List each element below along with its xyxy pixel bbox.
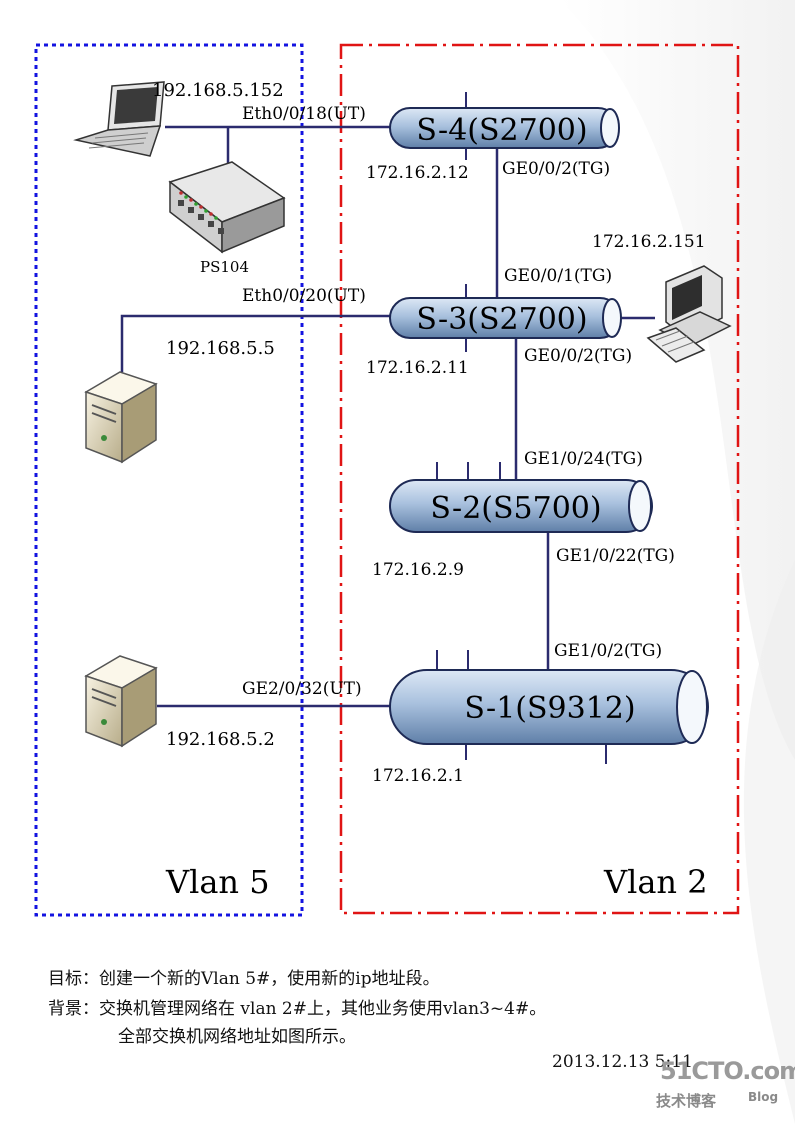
pc-ip: 172.16.2.151: [592, 232, 706, 252]
switch-s2-name: S-2(S5700): [430, 491, 601, 526]
hub-label: PS104: [200, 258, 249, 276]
s1-ip: 172.16.2.1: [372, 766, 464, 786]
server-mid-icon[interactable]: [84, 371, 158, 464]
goal-note: 目标：创建一个新的Vlan 5#，使用新的ip地址段。: [48, 969, 440, 989]
s4-down-port: GE0/0/2(TG): [502, 159, 610, 179]
vlan2-zone: [339, 43, 740, 915]
links: [120, 125, 655, 708]
s2-ip: 172.16.2.9: [372, 560, 464, 580]
switch-s4-name: S-4(S2700): [416, 113, 587, 148]
watermark-blog-cn: 技术博客: [656, 1092, 717, 1110]
server-bottom-ip: 192.168.5.2: [166, 729, 275, 750]
vlan2-label: Vlan 2: [603, 863, 708, 901]
hub-icon[interactable]: [168, 161, 286, 254]
pc-icon[interactable]: [646, 265, 732, 363]
s3-ip: 172.16.2.11: [366, 358, 469, 378]
s1-up-port: GE1/0/2(TG): [554, 641, 662, 661]
background-note: 背景：交换机管理网络在 vlan 2#上，其他业务使用vlan3~4#。: [48, 999, 547, 1019]
switch-s2[interactable]: S-2(S5700): [389, 479, 653, 533]
laptop-icon[interactable]: [73, 81, 165, 157]
date-stamp: 2013.12.13 5:11: [552, 1052, 693, 1072]
watermark-blog-en: Blog: [748, 1090, 779, 1104]
labels: 192.168.5.152 Eth0/0/18(UT) 172.16.2.12 …: [152, 80, 708, 901]
background-note-2: 全部交换机网络地址如图所示。: [118, 1027, 356, 1047]
s2-down-port: GE1/0/22(TG): [556, 546, 675, 566]
s1-access-port: GE2/0/32(UT): [242, 679, 362, 699]
background-swoosh-lower: [743, 560, 795, 1124]
watermark-site: 51CTO.com: [660, 1057, 795, 1085]
laptop-ip: 192.168.5.152: [152, 80, 284, 101]
switch-s1-name: S-1(S9312): [464, 691, 635, 726]
switch-s4[interactable]: S-4(S2700): [389, 107, 620, 149]
s3-access-port: Eth0/0/20(UT): [242, 286, 366, 306]
server-mid-ip: 192.168.5.5: [166, 338, 275, 359]
port-stubs: [436, 92, 607, 764]
switch-s1[interactable]: S-1(S9312): [389, 669, 709, 745]
s2-up-port: GE1/0/24(TG): [524, 449, 643, 469]
s3-up-port: GE0/0/1(TG): [504, 266, 612, 286]
background-swoosh: [560, 0, 795, 760]
vlan5-label: Vlan 5: [165, 863, 270, 901]
link-server-s3: [120, 314, 392, 372]
s4-access-port: Eth0/0/18(UT): [242, 104, 366, 124]
s4-ip: 172.16.2.12: [366, 163, 469, 183]
server-bottom-icon[interactable]: [84, 655, 158, 748]
switch-s3[interactable]: S-3(S2700): [389, 297, 622, 339]
s3-down-port: GE0/0/2(TG): [524, 346, 632, 366]
switch-s3-name: S-3(S2700): [416, 302, 587, 337]
vlan5-zone: [34, 43, 304, 917]
